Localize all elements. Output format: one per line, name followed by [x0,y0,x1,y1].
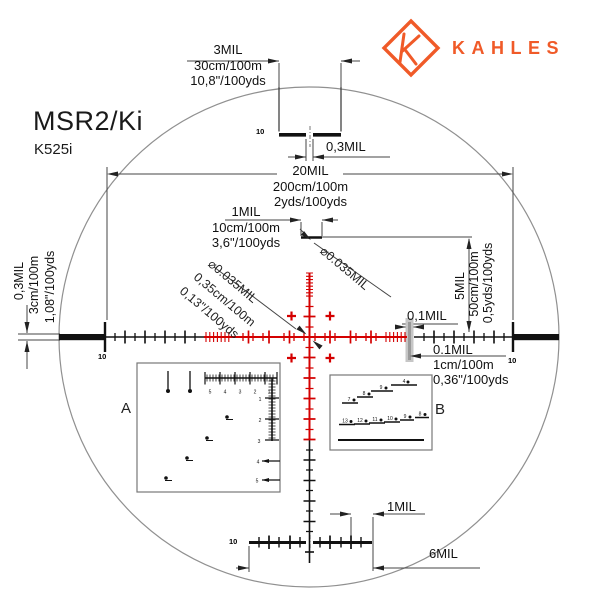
dim-fov-imperial: 2yds/100yds [274,194,347,209]
dim-fine-tick-detail-mil: 0.1MIL [433,342,473,357]
svg-text:9: 9 [404,414,407,420]
kahles-logo-icon [381,18,441,78]
dim-left-post-imperial: 1,08"/100yds [43,250,57,324]
svg-text:5: 5 [256,479,259,485]
ten-mark-top: 10 [256,127,265,136]
svg-text:2: 2 [254,390,257,396]
ten-mark-left: 10 [98,352,107,361]
dim-one-mil: 1MIL 10cm/100m 3,6"/100yds [196,204,296,251]
dim-left-post-metric: 3cm/100m [27,255,41,315]
reticle-red [204,272,407,441]
svg-text:2: 2 [259,418,262,424]
svg-text:4: 4 [257,460,260,466]
dim-one-mil-imperial: 3,6"/100yds [211,235,281,250]
svg-text:10: 10 [387,416,393,422]
dim-top-gap: 0,3MIL [326,139,366,154]
svg-text:8: 8 [419,412,422,418]
inset-a: 5 4 3 2 1 1 2 3 4 5 [136,362,281,493]
dim-bottom-one-mil: 1MIL [387,499,416,514]
svg-text:7: 7 [348,397,351,403]
svg-text:8: 8 [363,391,366,397]
dim-fov-metric: 200cm/100m [272,178,349,194]
ten-mark-bottom: 10 [229,537,238,546]
dim-right-drop-mil: 5MIL [453,272,467,300]
product-subtitle: K525i [34,141,73,158]
product-title: MSR2/Ki [33,106,144,136]
svg-text:4: 4 [403,379,406,385]
svg-text:3: 3 [239,390,242,396]
dim-right-drop-metric: 50cm/100m [467,251,481,317]
svg-text:5: 5 [209,390,212,396]
dim-one-mil-mil: 1MIL [231,204,261,219]
svg-text:9: 9 [380,385,383,391]
dimension-arrows [24,58,513,571]
brand-wordmark: KAHLES [452,38,566,58]
dim-fov-mil: 20MIL [292,163,329,178]
svg-text:12: 12 [357,418,363,424]
inset-b-numbers: 7 8 9 4 13 12 11 10 9 8 [342,379,421,425]
svg-text:3: 3 [258,439,261,445]
dim-right-drop-imperial: 0,5yds/100yds [481,242,495,324]
dim-bottom-six-mil: 6MIL [429,546,458,561]
dim-fine-tick-detail: 0.1MIL 1cm/100m 0,36"/100yds [433,342,508,387]
reticle-black [59,87,559,563]
ten-mark-right: 10 [508,356,517,365]
svg-text:4: 4 [224,390,227,396]
inset-a-label: A [121,400,132,417]
dim-left-post-mil: 0,3MIL [12,261,26,301]
dim-fine-tick-detail-metric: 1cm/100m [433,357,494,372]
dim-fine-tick: 0,1MIL [407,308,447,323]
svg-text:13: 13 [342,419,348,425]
dim-one-mil-metric: 10cm/100m [212,219,280,235]
dim-top-post: 3MIL 30cm/100m 10,8"/100yds [178,42,278,89]
svg-text:1: 1 [259,397,262,403]
dim-fine-tick-detail-imperial: 0,36"/100yds [433,372,509,387]
inset-a-numbers: 5 4 3 2 1 1 2 3 4 5 [209,390,271,485]
dim-fov: 20MIL 200cm/100m 2yds/100yds [259,163,362,210]
inset-b: 7 8 9 4 13 12 11 10 9 8 [329,374,433,451]
svg-text:11: 11 [372,417,377,423]
dim-top-post-metric: 30cm/100m [194,57,262,73]
dim-top-post-mil: 3MIL [213,42,243,57]
inset-b-label: B [435,401,446,418]
dim-top-post-imperial: 10,8"/100yds [190,73,266,88]
svg-text:1: 1 [268,390,271,396]
